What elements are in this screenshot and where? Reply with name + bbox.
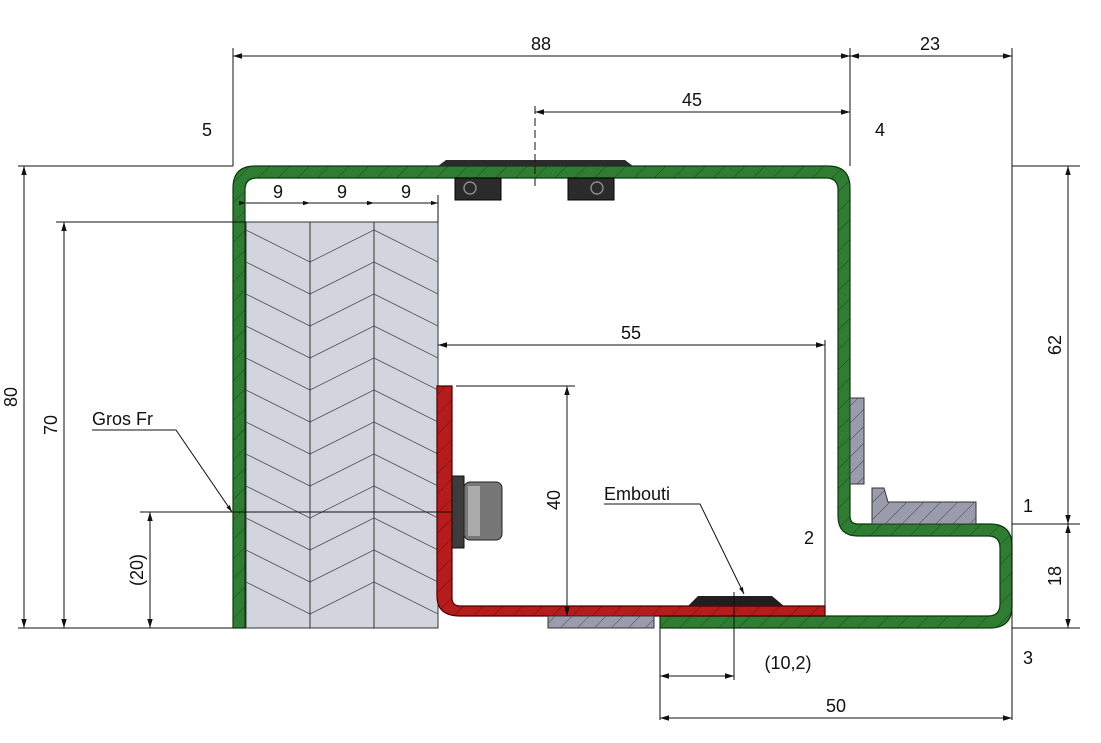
dim-right-offset: 23: [920, 34, 940, 54]
laminated-wood-block: [245, 221, 439, 629]
top-plate: [438, 160, 633, 166]
angle-bracket: [871, 487, 977, 525]
fastener-block-left: [454, 177, 502, 201]
zone-label-5: 5: [202, 120, 212, 140]
dim-bottom-width: 50: [826, 696, 846, 716]
dim-inner-height: 40: [544, 490, 564, 510]
dim-overall-height: 80: [1, 387, 21, 407]
dim-block-height: 70: [41, 415, 61, 435]
dim-inner-span: 55: [621, 323, 641, 343]
dim-ply-2: 9: [337, 182, 347, 202]
zone-label-3: 3: [1023, 648, 1033, 668]
callout-gros-fr: Gros Fr: [92, 409, 153, 429]
bottom-plate: [547, 615, 655, 629]
zone-label-2: 2: [804, 528, 814, 548]
dim-top-offset: 45: [682, 90, 702, 110]
callout-embouti: Embouti: [604, 484, 670, 504]
dim-right-height: 62: [1045, 335, 1065, 355]
dimension-lines: [21, 53, 1071, 721]
dim-ref-height: (20): [127, 554, 147, 586]
zone-label-4: 4: [875, 120, 885, 140]
dim-ply-3: 9: [401, 182, 411, 202]
dim-flange-height: 18: [1045, 566, 1065, 586]
wood-chevron-pattern: [245, 229, 439, 615]
dim-embouti-offset: (10,2): [764, 653, 811, 673]
cylinder-fitting: [451, 475, 503, 549]
side-plate: [849, 397, 865, 485]
dim-overall-width: 88: [531, 34, 551, 54]
leader-lines: [92, 429, 745, 595]
dim-ply-1: 9: [273, 182, 283, 202]
zone-label-1: 1: [1023, 496, 1033, 516]
embouti-bump: [688, 596, 784, 606]
fastener-block-right: [567, 177, 615, 201]
